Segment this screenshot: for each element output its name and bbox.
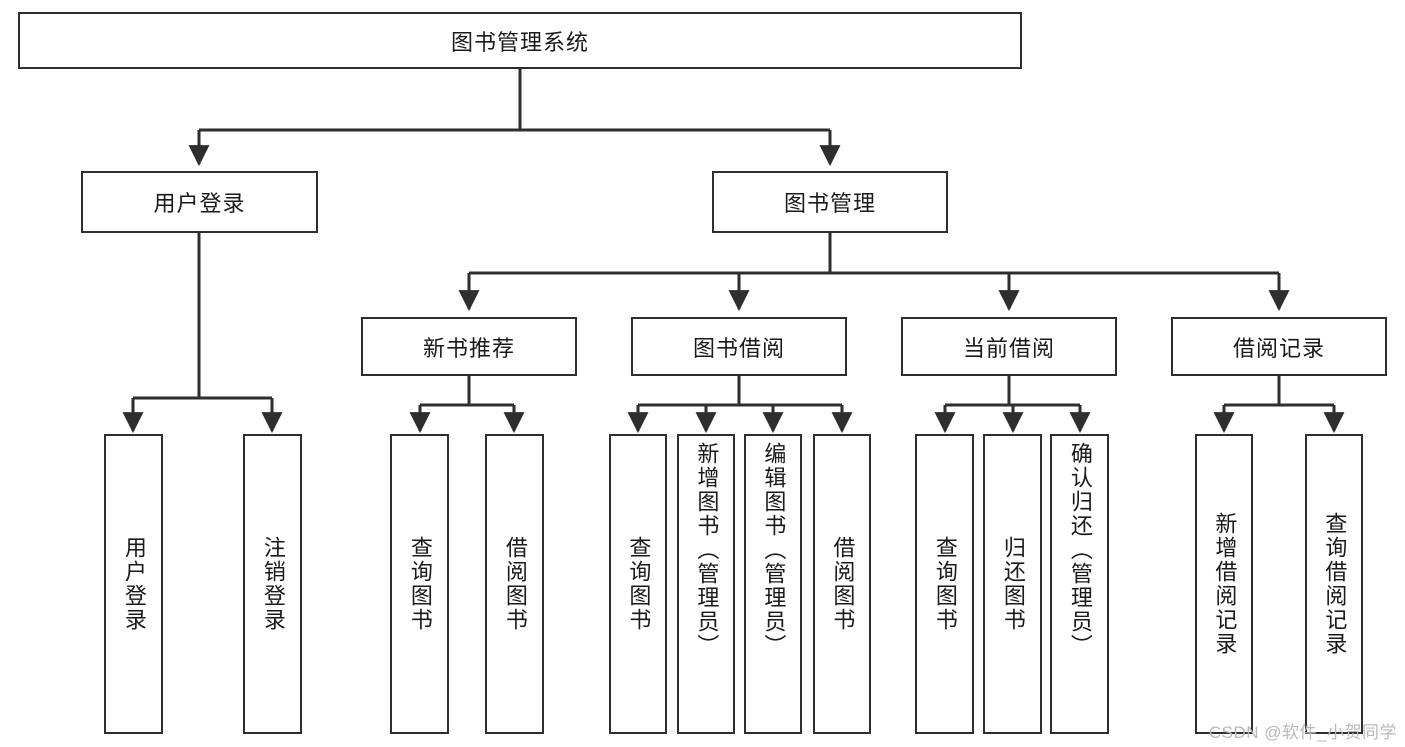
node-label: 查询图书 [407, 536, 433, 632]
node-leaf-query-book-borrow[interactable]: 查询图书 [609, 434, 667, 734]
node-leaf-edit-book[interactable]: 编辑图书（管理员） [744, 434, 802, 734]
node-book-borrow[interactable]: 图书借阅 [631, 317, 847, 376]
node-book-management[interactable]: 图书管理 [712, 171, 948, 233]
node-leaf-confirm-return[interactable]: 确认归还（管理员） [1050, 434, 1109, 734]
node-leaf-user-login[interactable]: 用户登录 [104, 434, 163, 734]
node-label: 查询图书 [932, 536, 958, 632]
node-label: 借阅记录 [1232, 335, 1325, 361]
node-label: 新增借阅记录 [1212, 512, 1238, 656]
node-leaf-add-borrow-record[interactable]: 新增借阅记录 [1195, 434, 1253, 734]
node-leaf-return-book[interactable]: 归还图书 [983, 434, 1042, 734]
node-label: 新增图书（管理员） [694, 442, 720, 658]
node-leaf-borrow-book-recommend[interactable]: 借阅图书 [485, 434, 544, 734]
node-leaf-borrow-book[interactable]: 借阅图书 [813, 434, 871, 734]
node-user-login[interactable]: 用户登录 [81, 171, 318, 233]
node-label: 注销登录 [260, 536, 286, 632]
node-label: 归还图书 [1000, 536, 1026, 632]
node-label: 图书管理 [783, 191, 876, 216]
node-label: 编辑图书（管理员） [761, 442, 787, 658]
node-label: 新书推荐 [422, 335, 515, 361]
node-label: 借阅图书 [502, 536, 528, 632]
node-leaf-query-book-recommend[interactable]: 查询图书 [390, 434, 449, 734]
node-root-system[interactable]: 图书管理系统 [18, 12, 1022, 69]
node-current-borrow[interactable]: 当前借阅 [901, 317, 1117, 376]
node-borrow-record[interactable]: 借阅记录 [1171, 317, 1387, 376]
node-leaf-query-borrow-record[interactable]: 查询借阅记录 [1305, 434, 1363, 734]
node-label: 当前借阅 [962, 335, 1055, 361]
node-leaf-query-book-current[interactable]: 查询图书 [915, 434, 974, 734]
node-label: 查询借阅记录 [1322, 512, 1348, 656]
node-label: 查询图书 [626, 536, 652, 632]
node-label: 借阅图书 [830, 536, 856, 632]
node-label: 用户登录 [121, 536, 147, 632]
node-leaf-logout[interactable]: 注销登录 [243, 434, 302, 734]
node-label: 图书借阅 [692, 335, 785, 361]
node-label: 确认归还（管理员） [1067, 442, 1093, 658]
node-leaf-add-book[interactable]: 新增图书（管理员） [677, 434, 735, 734]
csdn-watermark: CSDN @软件_小贺同学 [1208, 723, 1397, 742]
node-label: 用户登录 [153, 191, 246, 216]
node-label: 图书管理系统 [450, 29, 589, 55]
node-new-book-recommend[interactable]: 新书推荐 [361, 317, 577, 376]
